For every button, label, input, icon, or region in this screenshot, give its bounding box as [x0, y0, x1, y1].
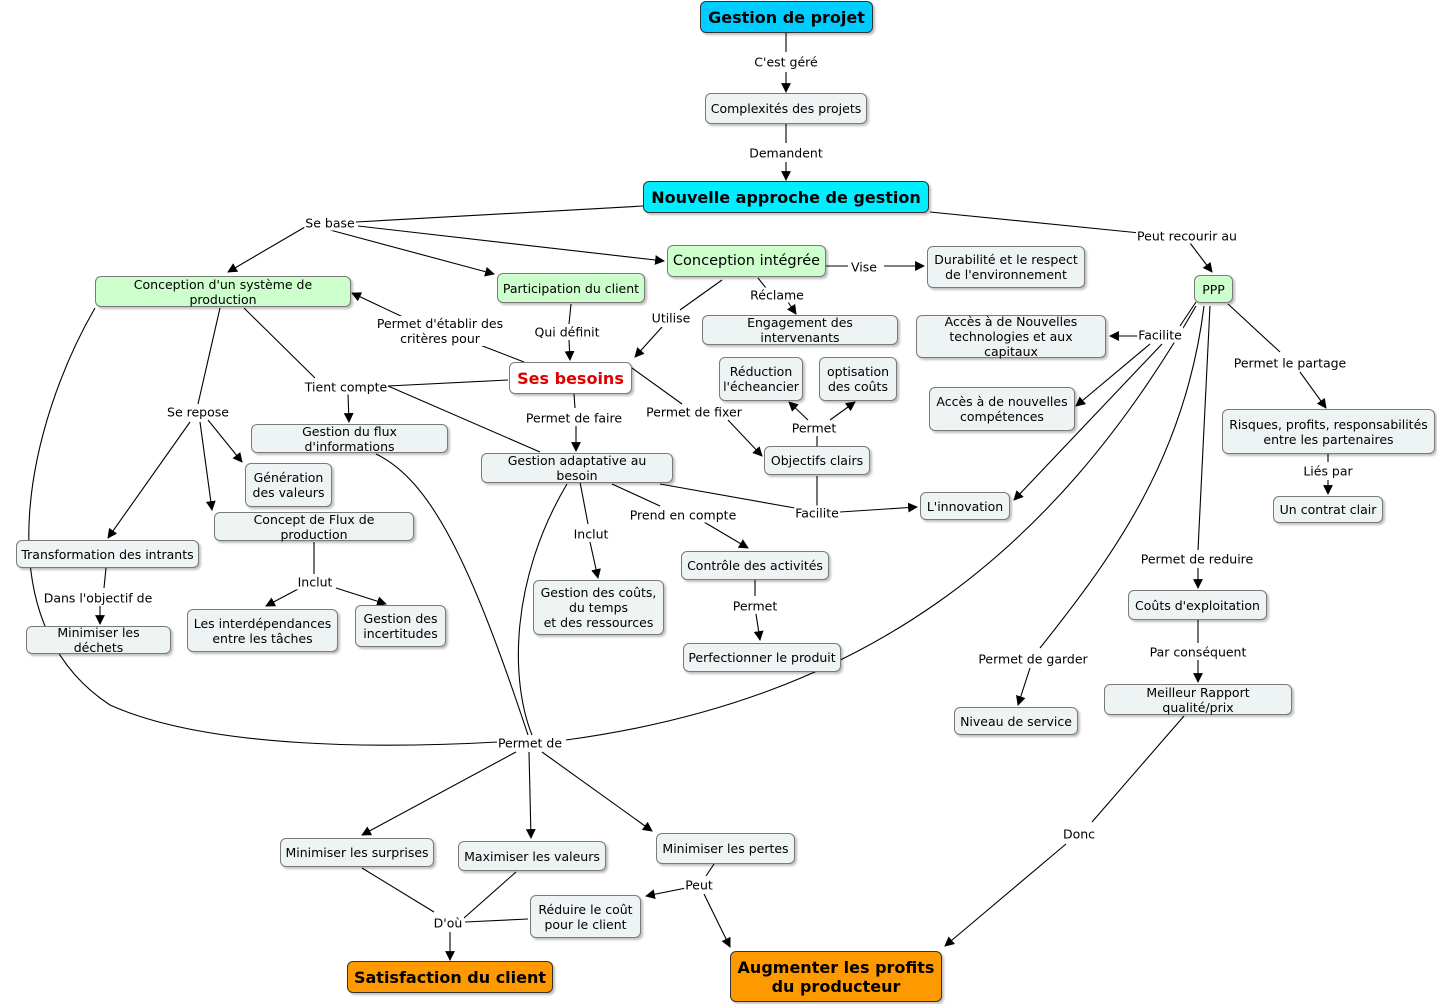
link-prend-compte: Prend en compte	[628, 507, 738, 523]
node-conception-integree: Conception intégrée	[667, 245, 826, 277]
node-generation-valeurs: Génération des valeurs	[245, 463, 332, 507]
node-satisfaction-client: Satisfaction du client	[347, 961, 553, 993]
node-complexites: Complexités des projets	[705, 93, 867, 124]
link-lies-par: Liés par	[1302, 463, 1354, 479]
node-nouvelle-approche: Nouvelle approche de gestion	[643, 181, 929, 213]
link-dans-objectif: Dans l'objectif de	[42, 590, 154, 606]
link-reclame: Réclame	[749, 287, 805, 303]
node-acces-competences: Accès à de nouvelles compétences	[929, 387, 1075, 431]
link-dou: D'où	[432, 915, 464, 931]
node-augmenter-profits: Augmenter les profits du producteur	[730, 951, 942, 1002]
link-permet-faire: Permet de faire	[524, 410, 624, 426]
link-se-base: Se base	[304, 215, 356, 231]
link-tient-compte: Tient compte	[303, 379, 389, 395]
node-gestion-adaptative: Gestion adaptative au besoin	[481, 453, 673, 483]
node-acces-technologies: Accès à de Nouvelles technologies et aux…	[916, 314, 1106, 359]
node-perfectionner: Perfectionner le produit	[683, 643, 841, 672]
node-maximiser-valeurs: Maximiser les valeurs	[458, 841, 606, 871]
link-qui-definit: Qui définit	[533, 324, 601, 340]
node-minimiser-pertes: Minimiser les pertes	[656, 833, 795, 864]
node-risques-profits: Risques, profits, responsabilités entre …	[1222, 409, 1435, 454]
node-niveau-service: Niveau de service	[954, 707, 1078, 735]
node-minimiser-surprises: Minimiser les surprises	[280, 838, 434, 867]
node-durabilite: Durabilité et le respect de l'environnem…	[927, 246, 1085, 288]
link-facilite-innovation: Facilite	[794, 505, 840, 521]
link-inclut-flux: Inclut	[296, 574, 334, 590]
link-permet-de: Permet de	[496, 735, 564, 751]
node-meilleur-rapport: Meilleur Rapport qualité/prix	[1104, 684, 1292, 715]
link-permet-objectifs: Permet	[790, 420, 838, 436]
link-donc: Donc	[1061, 826, 1097, 842]
node-gestion-couts: Gestion des coûts, du temps et des resso…	[533, 580, 664, 635]
node-optisation-couts: optisation des coûts	[819, 357, 897, 401]
node-couts-exploitation: Coûts d'exploitation	[1128, 590, 1267, 620]
node-conception-production: Conception d'un système de production	[95, 276, 351, 307]
node-minimiser-dechets: Minimiser les déchets	[26, 625, 171, 655]
link-vise: Vise	[850, 259, 878, 275]
link-permet-controle: Permet	[731, 598, 779, 614]
node-ppp: PPP	[1194, 275, 1233, 303]
link-demandent: Demandent	[748, 145, 824, 161]
node-gestion-de-projet: Gestion de projet	[700, 1, 873, 33]
link-peut-recourir: Peut recourir au	[1136, 228, 1238, 244]
node-controle-activites: Contrôle des activités	[681, 551, 829, 580]
link-permet-fixer: Permet de fixer	[645, 404, 743, 420]
node-incertitudes: Gestion des incertitudes	[355, 605, 446, 647]
node-transformation-intrants: Transformation des intrants	[16, 540, 199, 568]
link-cest-gere: C'est géré	[753, 54, 819, 70]
link-permet-partage: Permet le partage	[1232, 355, 1348, 371]
link-se-repose: Se repose	[166, 404, 230, 420]
link-peut: Peut	[684, 877, 714, 893]
node-gestion-flux: Gestion du flux d'informations	[251, 424, 448, 454]
node-interdependances: Les interdépendances entre les tâches	[187, 609, 338, 652]
node-contrat-clair: Un contrat clair	[1273, 496, 1383, 523]
link-par-consequent: Par conséquent	[1148, 644, 1248, 660]
link-permet-garder: Permet de garder	[977, 651, 1089, 667]
node-engagement: Engagement des intervenants	[702, 315, 898, 345]
node-reduction-echeancier: Réduction l'écheancier	[719, 357, 803, 401]
link-permet-reduire: Permet de reduire	[1139, 551, 1255, 567]
link-utilise: Utilise	[650, 310, 692, 326]
node-participation-client: Participation du client	[497, 273, 645, 303]
link-facilite-ppp: Facilite	[1137, 327, 1183, 343]
link-inclut-couts: Inclut	[572, 526, 610, 542]
link-permet-etablir: Permet d'établir des critères pour	[375, 316, 505, 346]
node-ses-besoins: Ses besoins	[509, 362, 632, 394]
node-objectifs-clairs: Objectifs clairs	[764, 446, 870, 475]
node-innovation: L'innovation	[920, 492, 1010, 520]
node-reduire-cout: Réduire le coût pour le client	[530, 895, 641, 938]
node-concept-flux: Concept de Flux de production	[214, 512, 414, 542]
